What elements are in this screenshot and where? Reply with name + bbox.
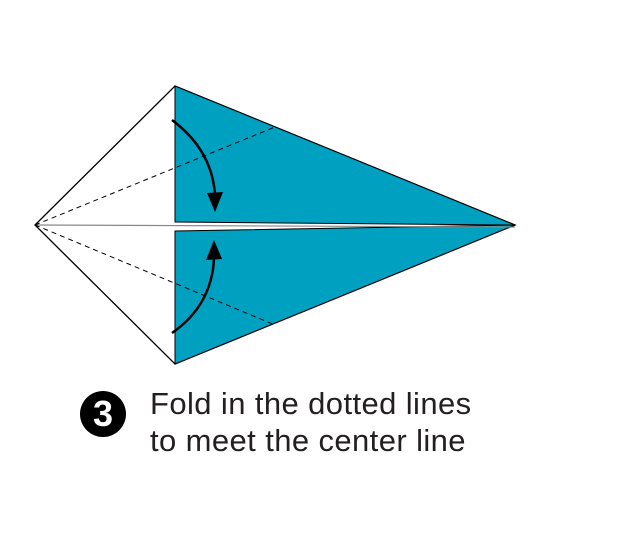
- step-number-badge: 3: [80, 391, 126, 437]
- instruction-line-1: Fold in the dotted lines: [150, 386, 472, 421]
- lower-arrow-head-icon: [206, 240, 222, 260]
- upper-dotted-fold-line: [34, 126, 276, 226]
- instruction-line-2: to meet the center line: [150, 423, 466, 458]
- lower-dotted-fold-line: [34, 224, 276, 326]
- upper-arrow-head-icon: [207, 192, 223, 212]
- lower-fold-arrow: [171, 257, 216, 335]
- center-line: [34, 224, 516, 228]
- step-text: Fold in the dotted lines to meet the cen…: [150, 385, 472, 459]
- step-instruction: 3 Fold in the dotted lines to meet the c…: [80, 385, 472, 459]
- upper-fold-arrow: [171, 119, 217, 196]
- lower-colored-flap: [174, 224, 516, 365]
- upper-colored-flap: [174, 85, 516, 226]
